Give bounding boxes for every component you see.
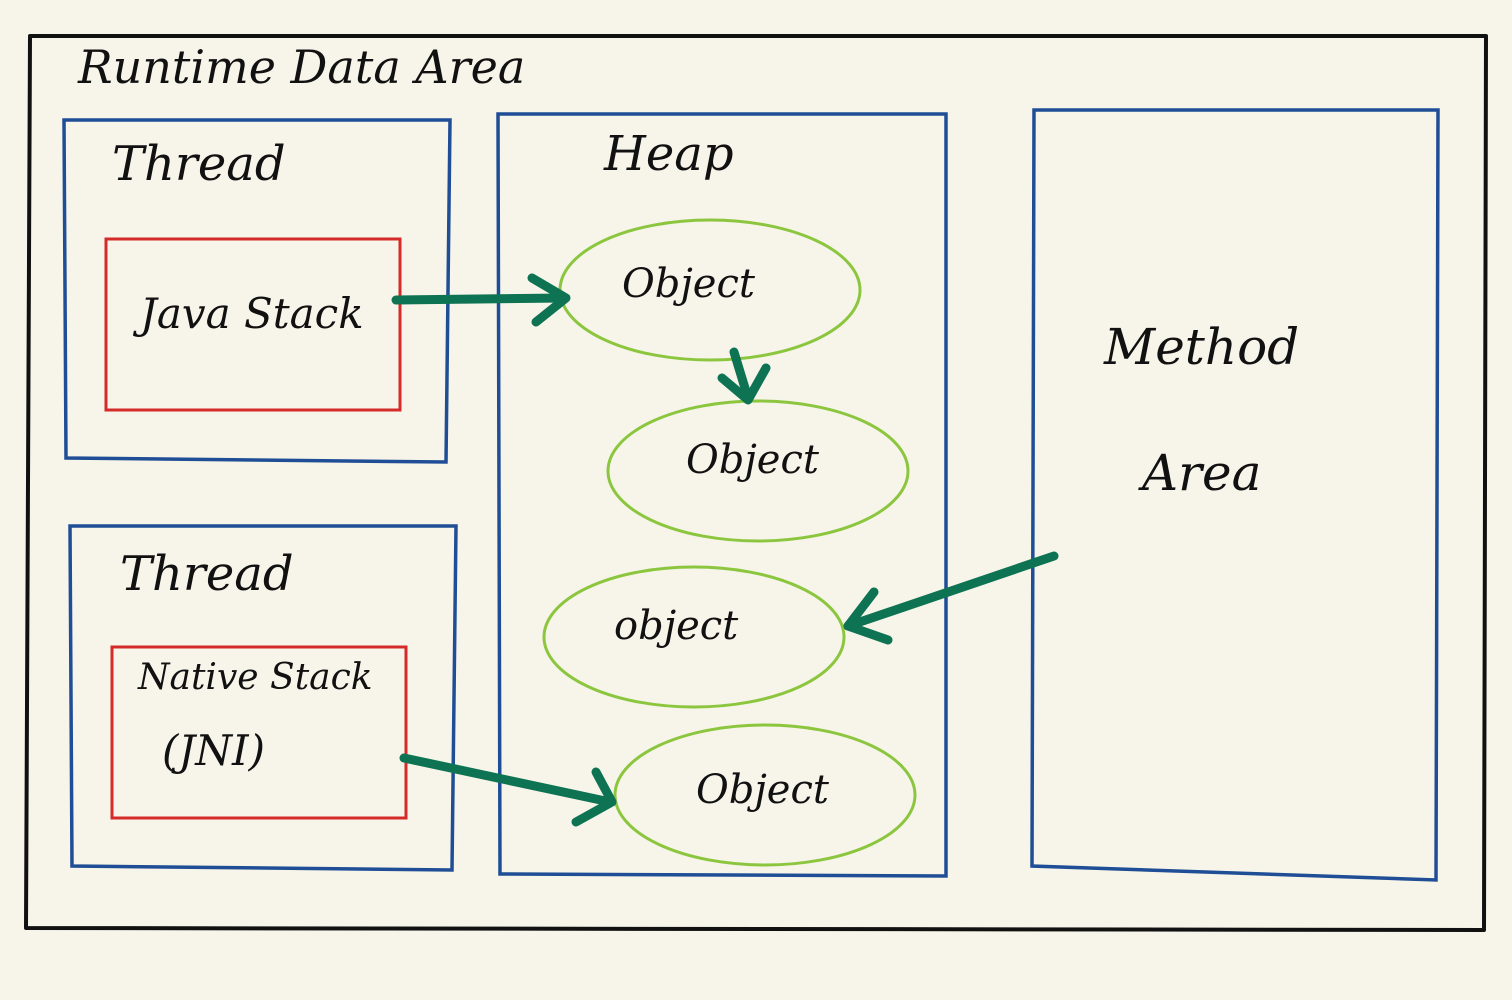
object-ellipse-3	[542, 565, 846, 709]
method-area-label-line1: Method	[1104, 318, 1300, 376]
arrow-javastack-to-object	[391, 293, 569, 305]
heap-box	[496, 112, 948, 878]
thread-top-label: Thread	[112, 136, 286, 192]
arrow-object-to-object	[729, 347, 753, 403]
method-area-label-line2: Area	[1142, 444, 1262, 502]
thread-top-box	[62, 118, 452, 464]
arrow-head-nativestack	[571, 767, 617, 827]
thread-bottom-label: Thread	[120, 546, 294, 602]
object-label-1: Object	[622, 261, 755, 307]
java-stack-box	[104, 237, 402, 412]
heap-label: Heap	[604, 126, 734, 182]
object-ellipse-2	[606, 399, 910, 543]
object-ellipse-4	[613, 723, 917, 867]
arrow-head-javastack	[527, 273, 571, 327]
object-label-3: object	[614, 603, 739, 649]
arrow-nativestack-to-object	[399, 753, 615, 807]
diagram-title: Runtime Data Area	[78, 40, 526, 94]
object-label-2: Object	[686, 437, 819, 483]
arrow-methodarea-to-object	[843, 551, 1059, 631]
jni-label: (JNI)	[162, 726, 265, 775]
method-area-box	[1030, 108, 1440, 882]
object-label-4: Object	[696, 767, 829, 813]
arrow-head-object-chain	[717, 363, 771, 405]
thread-bottom-box	[68, 524, 458, 872]
native-stack-box	[110, 645, 408, 820]
native-stack-label: Native Stack	[138, 657, 373, 698]
java-stack-label: Java Stack	[140, 289, 364, 338]
arrow-head-methodarea	[843, 587, 893, 645]
runtime-data-area-frame	[24, 34, 1488, 932]
